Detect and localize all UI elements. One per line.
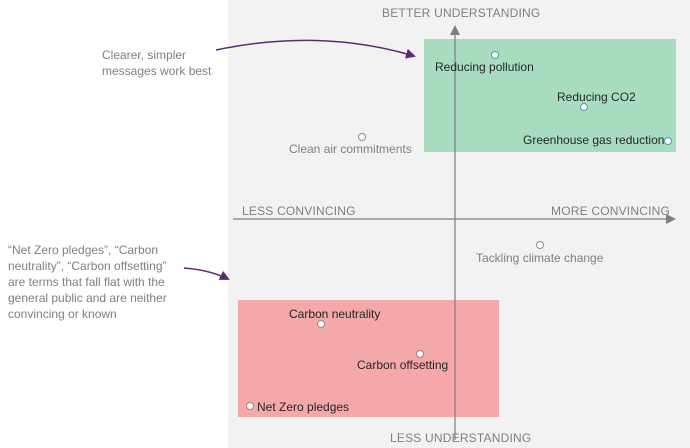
bottom-annotation-line: general public and are neither (8, 291, 167, 305)
axis-label-less-convincing: LESS CONVINCING (242, 204, 356, 218)
axis-label-more-convincing: MORE CONVINCING (551, 204, 671, 218)
bottom-annotation-line: “Net Zero pledges”, “Carbon (8, 243, 159, 257)
point-marker-reducing-co2 (580, 103, 588, 111)
point-label-clean-air-commitments: Clean air commitments (289, 142, 412, 156)
point-label-net-zero-pledges: Net Zero pledges (257, 400, 350, 414)
point-label-carbon-neutrality: Carbon neutrality (289, 307, 381, 321)
point-marker-tackling-climate-change (536, 241, 544, 249)
point-marker-carbon-offsetting (416, 350, 424, 358)
point-marker-carbon-neutrality (317, 320, 325, 328)
point-marker-greenhouse-gas-reduction (664, 137, 672, 145)
bottom-annotation-arrow (183, 267, 230, 280)
bottom-annotation-line: neutrality”, “Carbon offsetting” (8, 259, 167, 273)
point-label-greenhouse-gas-reduction: Greenhouse gas reduction (523, 133, 665, 147)
top-annotation-arrow (215, 39, 416, 59)
point-marker-net-zero-pledges (246, 402, 254, 410)
axis-label-better-understanding: BETTER UNDERSTANDING (382, 6, 541, 20)
top-annotation-line: messages work best (102, 64, 212, 78)
point-marker-clean-air-commitments (358, 133, 366, 141)
better-understanding-convincing-zone (424, 39, 676, 152)
point-label-carbon-offsetting: Carbon offsetting (357, 358, 449, 372)
bottom-annotation-line: are terms that fall flat with the (8, 275, 165, 289)
point-label-reducing-pollution: Reducing pollution (435, 60, 534, 74)
top-annotation-line: Clearer, simpler (102, 48, 187, 62)
axis-label-less-understanding: LESS UNDERSTANDING (390, 431, 532, 445)
bottom-annotation-line: convincing or known (8, 307, 117, 321)
top-annotation: Clearer, simpler messages work best (102, 47, 227, 79)
point-marker-reducing-pollution (491, 51, 499, 59)
point-label-reducing-co2: Reducing CO2 (557, 90, 636, 104)
bottom-annotation: “Net Zero pledges”, “Carbon neutrality”,… (8, 242, 198, 322)
point-label-tackling-climate-change: Tackling climate change (476, 251, 604, 265)
